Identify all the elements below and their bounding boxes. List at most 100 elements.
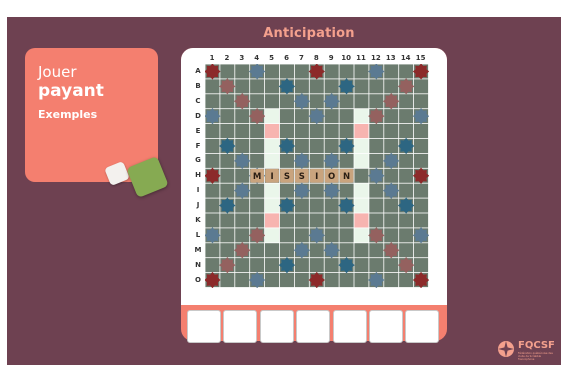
board-square[interactable] — [235, 169, 249, 183]
letter-tile[interactable]: S — [295, 169, 309, 183]
board-square[interactable] — [249, 272, 265, 288]
board-square[interactable] — [354, 154, 368, 168]
board-square[interactable] — [369, 258, 383, 272]
board-square[interactable] — [384, 258, 398, 272]
board-square[interactable] — [414, 139, 428, 153]
board-square[interactable] — [250, 243, 264, 257]
board-square[interactable] — [368, 64, 384, 80]
board-square[interactable] — [280, 184, 294, 198]
board-square[interactable] — [398, 197, 414, 213]
board-square[interactable] — [369, 139, 383, 153]
board-square[interactable] — [414, 94, 428, 108]
board-square[interactable] — [250, 258, 264, 272]
board-square[interactable] — [234, 153, 250, 169]
board-square[interactable] — [368, 168, 384, 184]
rack-slot[interactable] — [369, 310, 403, 343]
board-square[interactable] — [325, 139, 339, 153]
board-square[interactable] — [338, 257, 354, 273]
board-square[interactable] — [295, 228, 309, 242]
board-square[interactable] — [414, 243, 428, 257]
board-square[interactable] — [340, 273, 354, 287]
board-square[interactable] — [354, 184, 368, 198]
board-square[interactable] — [309, 227, 325, 243]
board-square[interactable] — [354, 258, 368, 272]
board-square[interactable] — [295, 199, 309, 213]
board-square[interactable] — [383, 182, 399, 198]
board-square[interactable] — [354, 124, 368, 138]
board-square[interactable] — [399, 213, 413, 227]
board-square[interactable] — [295, 124, 309, 138]
board-square[interactable] — [219, 197, 235, 213]
board-square[interactable] — [205, 199, 219, 213]
board-square[interactable] — [368, 108, 384, 124]
board-square[interactable] — [309, 64, 325, 80]
board-square[interactable] — [323, 93, 339, 109]
board-square[interactable] — [280, 109, 294, 123]
letter-tile[interactable]: M — [250, 169, 264, 183]
board-square[interactable] — [235, 109, 249, 123]
board-square[interactable] — [235, 273, 249, 287]
board-square[interactable] — [235, 64, 249, 78]
board-square[interactable] — [399, 169, 413, 183]
board-square[interactable] — [280, 154, 294, 168]
board-square[interactable] — [219, 138, 235, 154]
board-square[interactable] — [369, 243, 383, 257]
board-square[interactable] — [220, 64, 234, 78]
board-square[interactable] — [354, 228, 368, 242]
board-square[interactable] — [384, 273, 398, 287]
board-square[interactable] — [265, 139, 279, 153]
board-square[interactable] — [399, 109, 413, 123]
board-square[interactable] — [413, 272, 429, 288]
board-square[interactable] — [265, 154, 279, 168]
board-square[interactable] — [265, 64, 279, 78]
rack-slot[interactable] — [405, 310, 439, 343]
letter-tile[interactable]: I — [310, 169, 324, 183]
board-square[interactable] — [249, 64, 265, 80]
board-square[interactable] — [340, 213, 354, 227]
board-square[interactable] — [265, 199, 279, 213]
board-square[interactable] — [310, 154, 324, 168]
board-square[interactable] — [235, 258, 249, 272]
board-square[interactable] — [399, 228, 413, 242]
board-square[interactable] — [250, 139, 264, 153]
board-square[interactable] — [295, 139, 309, 153]
board-square[interactable] — [323, 153, 339, 169]
board-square[interactable] — [295, 64, 309, 78]
board-square[interactable] — [295, 79, 309, 93]
board-square[interactable] — [414, 124, 428, 138]
board-square[interactable] — [384, 124, 398, 138]
board-square[interactable] — [205, 227, 221, 243]
board-square[interactable] — [354, 213, 368, 227]
board-square[interactable] — [294, 153, 310, 169]
board-square[interactable] — [354, 243, 368, 257]
board-square[interactable] — [384, 139, 398, 153]
board-square[interactable] — [383, 153, 399, 169]
board-square[interactable] — [310, 124, 324, 138]
board-square[interactable] — [205, 94, 219, 108]
board-square[interactable] — [338, 78, 354, 94]
board-square[interactable] — [325, 124, 339, 138]
board-square[interactable] — [250, 124, 264, 138]
board-square[interactable] — [205, 124, 219, 138]
board-square[interactable] — [265, 273, 279, 287]
board-square[interactable] — [220, 213, 234, 227]
board-square[interactable] — [338, 197, 354, 213]
board-square[interactable] — [340, 154, 354, 168]
board-square[interactable] — [414, 79, 428, 93]
board-square[interactable] — [295, 109, 309, 123]
board-square[interactable] — [325, 79, 339, 93]
board-square[interactable] — [220, 94, 234, 108]
board-square[interactable] — [325, 109, 339, 123]
board-square[interactable] — [279, 138, 295, 154]
board-square[interactable] — [354, 273, 368, 287]
board-square[interactable] — [310, 258, 324, 272]
board-square[interactable] — [309, 272, 325, 288]
board-square[interactable] — [220, 228, 234, 242]
board-square[interactable] — [280, 124, 294, 138]
rack-slot[interactable] — [296, 310, 330, 343]
board-square[interactable] — [234, 242, 250, 258]
board-square[interactable] — [205, 213, 219, 227]
board-square[interactable] — [310, 139, 324, 153]
board-square[interactable] — [325, 228, 339, 242]
board-square[interactable] — [250, 199, 264, 213]
